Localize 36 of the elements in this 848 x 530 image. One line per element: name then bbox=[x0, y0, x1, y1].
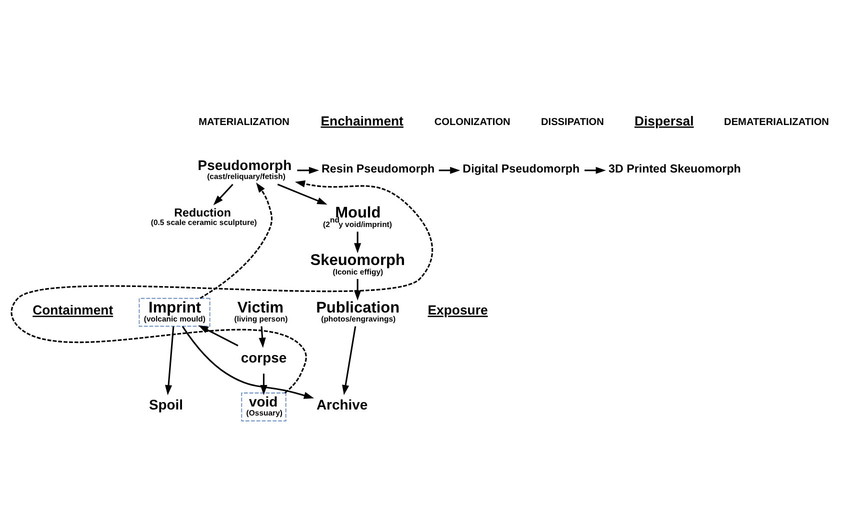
arrow bbox=[200, 182, 273, 299]
node-text: Resin Pseudomorph bbox=[322, 162, 435, 176]
arrow bbox=[260, 374, 268, 396]
label: MATERIALIZATION bbox=[198, 116, 290, 128]
arrow bbox=[182, 326, 314, 399]
label: DISSIPATION bbox=[541, 116, 604, 128]
label: COLONIZATION bbox=[434, 116, 510, 128]
arrow bbox=[198, 325, 238, 346]
arrow bbox=[354, 279, 362, 301]
node-text: corpse bbox=[240, 349, 287, 366]
arrow bbox=[258, 326, 266, 348]
label: Dispersal bbox=[634, 113, 694, 128]
arrow bbox=[354, 232, 362, 254]
arrow bbox=[165, 326, 174, 396]
node-text: Pseudomorph (cast/reliquary/fetish) bbox=[198, 156, 292, 181]
label: Enchainment bbox=[320, 113, 404, 128]
node-text: Digital Pseudomorph bbox=[462, 162, 580, 176]
node-box: Imprint (volcanic mould) bbox=[138, 298, 210, 327]
node-text: Archive bbox=[316, 396, 368, 413]
node-text: 3D Printed Skeuomorph bbox=[608, 162, 741, 176]
node-text: Skeuomorph (Iconic effigy) bbox=[310, 252, 406, 276]
arrow bbox=[342, 326, 356, 396]
arrow bbox=[438, 166, 460, 174]
node-box: void (Ossuary) bbox=[241, 392, 286, 422]
node-text: Publication (photos/engravings) bbox=[316, 299, 400, 324]
node-text: Spoil bbox=[148, 396, 184, 413]
arrow bbox=[297, 166, 320, 174]
label: Containment bbox=[32, 302, 114, 318]
arrow bbox=[213, 184, 234, 206]
node-text: Victim (living person) bbox=[234, 299, 288, 324]
node-text: Reduction (0.5 scale ceramic sculpture) bbox=[150, 206, 257, 228]
arrow bbox=[277, 184, 328, 205]
label: Exposure bbox=[428, 302, 488, 318]
label: DEMATERIALIZATION bbox=[724, 116, 829, 128]
arrow bbox=[10, 180, 433, 394]
arrow bbox=[584, 166, 606, 174]
